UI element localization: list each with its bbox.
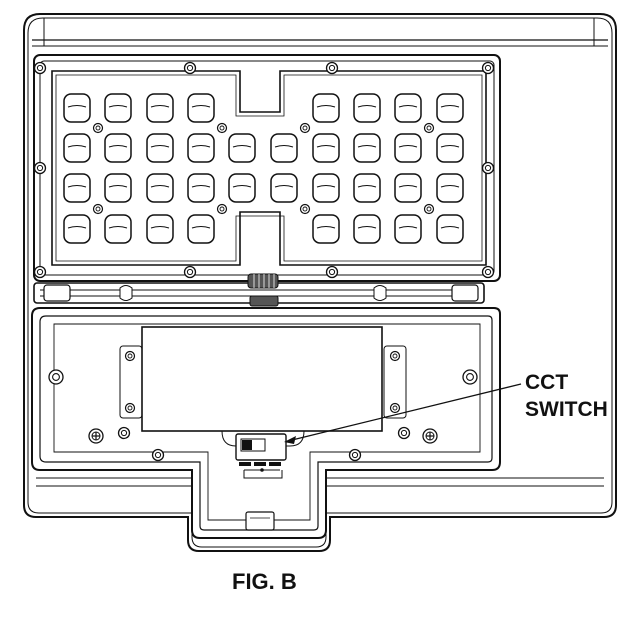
callout-leader — [284, 383, 522, 444]
led-board — [33, 54, 501, 282]
slide-switch-icon — [235, 433, 287, 472]
callout-label-cct: CCT — [525, 371, 569, 394]
led-driver — [141, 326, 383, 432]
hinge-knob-icon — [247, 273, 279, 307]
hinge-bar — [33, 273, 485, 307]
callout-label-switch: SWITCH — [525, 398, 608, 421]
driver-compartment — [31, 307, 501, 539]
figure-caption: FIG. B — [232, 569, 297, 594]
